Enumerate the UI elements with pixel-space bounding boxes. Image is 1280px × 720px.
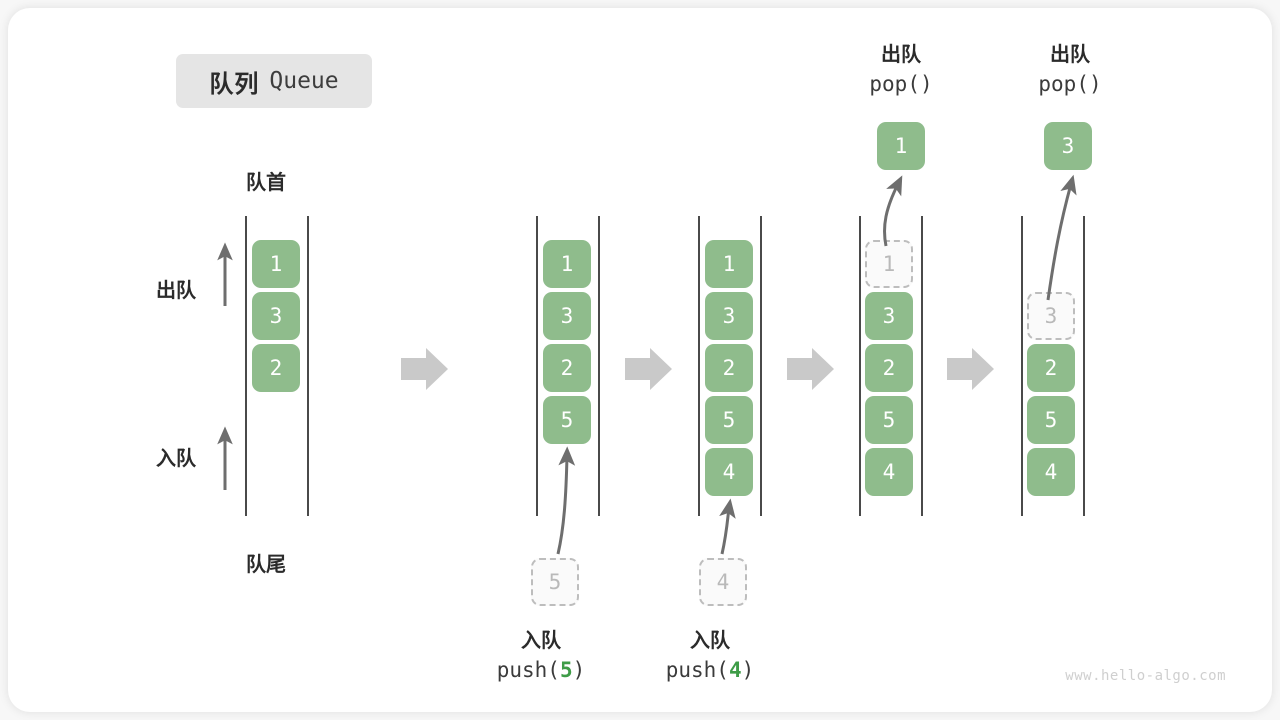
push-5-code-suffix: ) (572, 658, 586, 682)
title-english: Queue (269, 68, 339, 94)
step-arrow-4 (947, 348, 994, 390)
queue-item: 3 (543, 292, 591, 340)
queue-tail-label: 队尾 (246, 552, 286, 576)
queue-item: 2 (252, 344, 300, 392)
popped-slot-1: 1 (865, 240, 913, 288)
queue-item: 4 (865, 448, 913, 496)
enqueue-direction-label: 入队 (156, 446, 196, 470)
incoming-element-4: 4 (699, 558, 747, 606)
queue-rail-left-stage4 (859, 216, 861, 516)
step-arrow-1 (401, 348, 448, 390)
queue-rail-right-stage1 (307, 216, 309, 516)
push-4-label-cn: 入队 (690, 628, 730, 652)
step-arrow-3 (787, 348, 834, 390)
pop-3-label-cn: 出队 (1050, 42, 1090, 66)
push-4-code-suffix: ) (741, 658, 755, 682)
queue-item-new: 5 (543, 396, 591, 444)
queue-rail-left-stage5 (1021, 216, 1023, 516)
watermark: www.hello-algo.com (1065, 668, 1226, 684)
title-chinese: 队列 (209, 69, 260, 98)
queue-item: 1 (705, 240, 753, 288)
push-4-code-value: 4 (728, 658, 742, 682)
pop-3-arrow (1046, 174, 1077, 301)
dequeue-direction-label: 出队 (156, 278, 196, 302)
queue-rail-right-stage2 (598, 216, 600, 516)
queue-rail-right-stage5 (1083, 216, 1085, 516)
push-4-arrow (719, 498, 736, 555)
push-4-operation-label: 入队 push(4) (620, 626, 800, 685)
title-badge: 队列 Queue (176, 54, 372, 108)
push-5-code-value: 5 (559, 658, 573, 682)
queue-item: 1 (252, 240, 300, 288)
queue-rail-right-stage3 (760, 216, 762, 516)
push-5-code-prefix: push( (496, 658, 560, 682)
push-5-arrow (556, 446, 576, 555)
pop-1-label-cn: 出队 (881, 42, 921, 66)
incoming-element-5: 5 (531, 558, 579, 606)
push-5-label-code: push(5) (451, 655, 631, 685)
pop-1-label-code: pop() (869, 72, 933, 96)
queue-item: 5 (865, 396, 913, 444)
queue-item: 4 (1027, 448, 1075, 496)
pop-1-operation-label: 出队 pop() (811, 40, 991, 99)
push-4-code-prefix: push( (665, 658, 729, 682)
arrow-overlay (217, 174, 1077, 555)
pop-1-arrow (883, 175, 903, 247)
pop-3-label-code: pop() (1038, 72, 1102, 96)
queue-item: 3 (865, 292, 913, 340)
popped-element-3: 3 (1044, 122, 1092, 170)
queue-rail-left-stage3 (698, 216, 700, 516)
step-arrow-2 (625, 348, 672, 390)
pop-3-operation-label: 出队 pop() (980, 40, 1160, 99)
queue-item: 3 (252, 292, 300, 340)
queue-rail-right-stage4 (921, 216, 923, 516)
popped-element-1: 1 (877, 122, 925, 170)
diagram-card: 队列 Queue 队首 队尾 出队 入队 1 3 2 1 3 2 5 5 入队 … (8, 8, 1272, 712)
queue-item: 5 (705, 396, 753, 444)
queue-head-label: 队首 (246, 170, 286, 194)
queue-item: 3 (705, 292, 753, 340)
queue-rail-left-stage1 (245, 216, 247, 516)
queue-item-new: 4 (705, 448, 753, 496)
queue-rail-left-stage2 (536, 216, 538, 516)
queue-item: 2 (543, 344, 591, 392)
popped-slot-3: 3 (1027, 292, 1075, 340)
push-5-label-cn: 入队 (521, 628, 561, 652)
queue-item: 2 (705, 344, 753, 392)
queue-item: 2 (1027, 344, 1075, 392)
push-5-operation-label: 入队 push(5) (451, 626, 631, 685)
queue-item: 2 (865, 344, 913, 392)
queue-item: 5 (1027, 396, 1075, 444)
queue-item: 1 (543, 240, 591, 288)
push-4-label-code: push(4) (620, 655, 800, 685)
